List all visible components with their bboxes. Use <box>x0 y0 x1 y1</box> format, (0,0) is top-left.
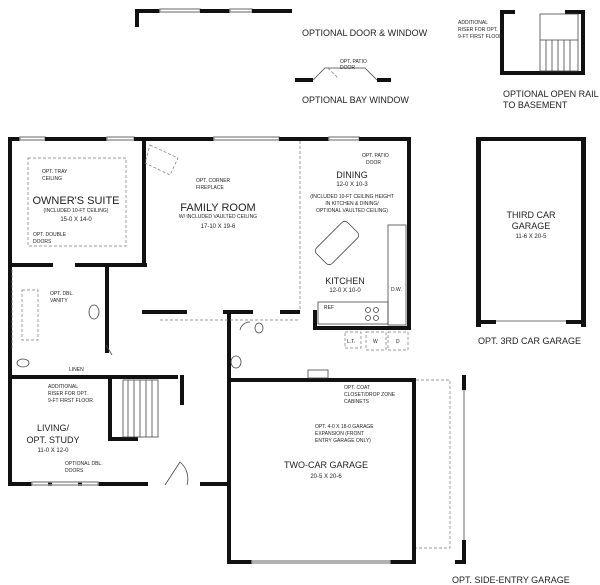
optional-bay-window-label: OPTIONAL BAY WINDOW <box>302 95 409 105</box>
patio-door-note: DOOR <box>366 160 381 166</box>
linen-label: LINEN <box>69 367 84 373</box>
dining-note: (INCLUDED 10-FT CEILING HEIGHT <box>310 194 394 200</box>
two-car-garage-name: TWO-CAR GARAGE <box>284 460 368 470</box>
bay-patio-note: DOOR <box>340 65 355 71</box>
living-name: OPT. STUDY <box>26 435 79 445</box>
third-garage-size: 11-6 X 20-5 <box>516 234 548 240</box>
owners-suite-size: 15-0 X 14-0 <box>60 217 92 223</box>
laundry-tub-label: L.T. <box>347 339 355 345</box>
kitchen-size: 12-0 X 10-0 <box>329 288 361 294</box>
annotations: OPT. TRAY CEILING OPT. CORNER FIREPLACE … <box>33 153 402 474</box>
optional-dbl-doors-note: DOORS <box>65 468 84 474</box>
kitchen-name: KITCHEN <box>325 276 365 286</box>
dryer-label: D <box>396 339 400 345</box>
optional-door-window-detail: OPTIONAL DOOR & WINDOW <box>135 8 428 38</box>
family-room-name: FAMILY ROOM <box>180 202 255 214</box>
tray-ceiling-note: OPT. TRAY <box>42 169 68 175</box>
owners-suite-name: OWNER'S SUITE <box>32 195 119 207</box>
optional-bay-window-detail: OPT. PATIO DOOR OPTIONAL BAY WINDOW <box>295 59 409 105</box>
riser-note: 9-FT FIRST FLOOR <box>48 398 93 404</box>
dining-name: DINING <box>336 170 368 180</box>
dining-size: 12-0 X 10-3 <box>336 182 368 188</box>
tray-ceiling-note: CEILING <box>42 176 62 182</box>
fireplace-note: OPT. CORNER <box>196 178 231 184</box>
two-car-garage-size: 20-5 X 20-6 <box>310 474 342 480</box>
side-entry-garage-label: OPT. SIDE-ENTRY GARAGE <box>452 575 570 585</box>
kitchen-fixtures <box>16 144 409 438</box>
living-name: LIVING/ <box>37 423 70 433</box>
open-rail-label: OPTIONAL OPEN RAIL <box>503 89 599 99</box>
bay-patio-note: OPT. PATIO <box>340 59 367 65</box>
garage-expansion-note: EXPANSION (FRONT <box>315 431 364 437</box>
riser-note: RISER FOR OPT. <box>458 27 498 33</box>
coat-closet-note: CLOSET/DROP ZONE <box>344 392 396 398</box>
double-doors-note: DOORS <box>33 239 52 245</box>
room-labels: OWNER'S SUITE (INCLUDED 10-FT CEILING) 1… <box>26 170 581 585</box>
coat-closet-note: CABINETS <box>344 399 370 405</box>
third-garage-walls <box>476 137 586 327</box>
riser-note: ADDITIONAL <box>48 384 78 390</box>
optional-dbl-doors-note: OPTIONAL DBL. <box>65 461 103 467</box>
riser-note: ADDITIONAL <box>458 20 488 26</box>
optional-open-rail-detail: ADDITIONAL RISER FOR OPT. 9-FT FIRST FLO… <box>458 10 599 110</box>
refrigerator-label: REF <box>324 305 334 311</box>
riser-note: RISER FOR OPT. <box>48 391 88 397</box>
dishwasher-label: D.W. <box>391 287 402 293</box>
riser-note: 9-FT FIRST FLOOR <box>458 34 503 40</box>
two-car-garage-walls <box>227 375 466 564</box>
coat-closet-note: OPT. COAT <box>344 385 370 391</box>
dining-note: OPTIONAL VAULTED CEILING) <box>316 208 388 214</box>
garage-expansion-note: ENTRY GARAGE ONLY) <box>315 438 371 444</box>
vanity-note: OPT. DBL. <box>50 291 74 297</box>
third-garage-name: THIRD CAR <box>507 210 556 220</box>
patio-door-note: OPT. PATIO <box>362 153 389 159</box>
family-room-note: W/ INCLUDED VAULTED CEILING <box>179 214 257 220</box>
double-doors-note: OPT. DOUBLE <box>33 232 67 238</box>
fireplace-note: FIREPLACE <box>196 185 224 191</box>
dining-note: IN KITCHEN & DINING/ <box>325 201 379 207</box>
optional-door-window-label: OPTIONAL DOOR & WINDOW <box>302 28 428 38</box>
open-rail-label: TO BASEMENT <box>503 100 568 110</box>
vanity-note: VANITY <box>50 298 68 304</box>
owners-suite-note: (INCLUDED 10-FT CEILING) <box>44 208 109 214</box>
washer-label: W <box>373 339 378 345</box>
third-garage-name: GARAGE <box>512 221 551 231</box>
third-garage-option-label: OPT. 3RD CAR GARAGE <box>478 336 581 346</box>
living-size: 11-0 X 12-0 <box>38 448 70 454</box>
family-room-size: 17-10 X 19-6 <box>201 224 236 230</box>
garage-expansion-note: OPT. 4-0 X 18-0 GARAGE <box>315 424 374 430</box>
